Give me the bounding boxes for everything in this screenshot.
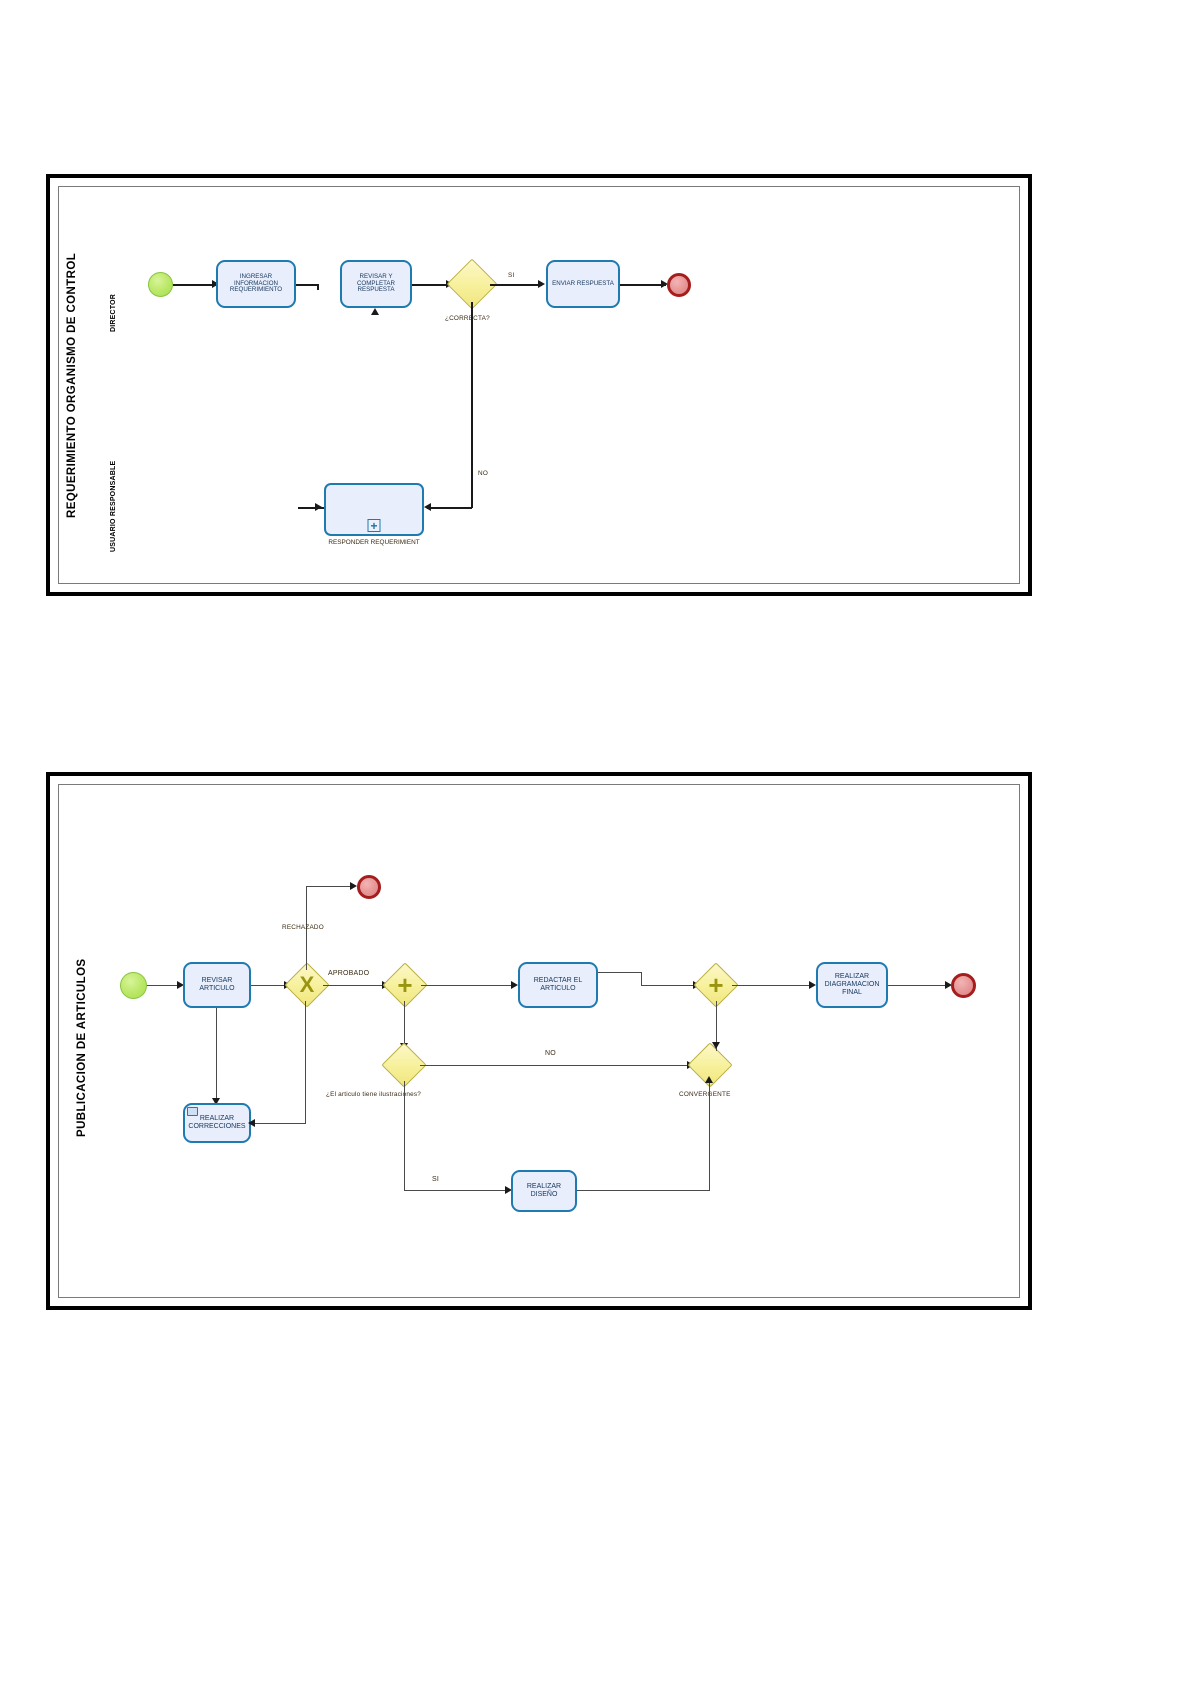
connector-rechazado-horizontal [306,886,354,888]
arrowhead [809,981,816,989]
connector-revisar-to-gateway [251,985,289,987]
gateway-correcta-label: ¿CORRECTA? [445,315,490,322]
connector-ingresar-out [296,284,318,286]
connector-correcciones-up [305,1001,307,1123]
task-ingresar-informacion-requerimiento[interactable]: INGRESAR INFORMACION REQUERIMIENTO [216,260,296,308]
edge-label-no: NO [478,470,488,477]
arrowhead [212,1098,220,1105]
subprocess-responder-requerimiento[interactable]: + [324,483,424,536]
gateway-convergente-label: CONVERGENTE [679,1091,731,1098]
connector-redactar-out [598,972,642,974]
connector-join-to-diagramacion [732,985,814,987]
connector-start-to-ingresar [173,284,216,286]
bpmn-diagram-publicacion: PUBLICACION DE ARTICULOS REVISAR ARTICUL… [46,772,1032,1310]
gateway-x-icon: X [299,972,315,997]
arrowhead [538,280,545,288]
end-event-rechazado[interactable] [357,875,381,899]
connector-si-down [404,1081,406,1191]
arrowhead-to-revisar [371,308,379,315]
lane-label-director: DIRECTOR [110,293,117,332]
task-realizar-diagramacion-final[interactable]: REALIZAR DIAGRAMACION FINAL [816,962,888,1008]
connector-split-to-redactar [421,985,516,987]
bpmn-diagram-requerimiento: REQUERIMIENTO ORGANISMO DE CONTROL DIREC… [46,174,1032,596]
diagram-inner-border [58,186,1020,584]
subprocess-expand-icon[interactable]: + [367,519,381,532]
connector-subprocess-in [298,507,324,509]
arrowhead [212,280,219,288]
gateway-plus-icon: + [397,970,413,1000]
connector-split-down [404,1001,406,1049]
diagram-inner-border [58,784,1020,1298]
gateway-parallel-join[interactable]: + [693,962,739,1008]
connector-si-to-diseno [404,1190,509,1192]
connector-ingresar-jog [317,284,319,290]
start-event[interactable] [120,972,147,999]
edge-label-aprobado: APROBADO [328,970,370,977]
gateway-aprobacion-exclusive[interactable]: X [284,962,330,1008]
arrowhead [945,981,952,989]
arrowhead [705,1076,713,1083]
arrowhead [661,280,668,288]
task-revisar-articulo[interactable]: REVISAR ARTICULO [183,962,251,1008]
connector-redactar-to-join [641,985,698,987]
arrowhead [177,981,184,989]
end-event[interactable] [667,273,691,297]
gateway-plus-icon: + [708,970,724,1000]
lane-label-usuario-responsable: USUARIO RESPONSABLE [110,460,117,552]
edge-label-rechazado: RECHAZADO [282,924,324,931]
edge-label-si: SI [508,272,515,279]
arrowhead [505,1186,512,1194]
task-realizar-diseno[interactable]: REALIZAR DISEÑO [511,1170,577,1212]
task-user-icon [187,1107,198,1116]
arrowhead [248,1119,255,1127]
start-event[interactable] [148,272,173,297]
arrowhead [712,1042,720,1049]
arrowhead [424,503,431,511]
pool-title-requerimiento: REQUERIMIENTO ORGANISMO DE CONTROL [66,252,78,518]
connector-start-to-revisar [147,985,181,987]
task-enviar-respuesta[interactable]: ENVIAR RESPUESTA [546,260,620,308]
connector-revisar-to-gateway [412,284,450,286]
end-event-final[interactable] [951,973,976,998]
connector-convergente-up [716,1001,718,1051]
subprocess-label: RESPONDER REQUERIMIENT [328,539,420,546]
gateway-ilustraciones-label: ¿El articulo tiene ilustraciones? [326,1091,422,1098]
gateway-correcta[interactable] [446,258,498,310]
gateway-ilustraciones[interactable] [381,1042,427,1088]
connector-correcciones-out [251,1123,306,1125]
pool-title-publicacion: PUBLICACION DE ARTICULOS [76,958,88,1138]
connector-gateway-no-vertical [471,302,473,508]
task-revisar-completar-respuesta[interactable]: REVISAR Y COMPLETAR RESPUESTA [340,260,412,308]
edge-label-no: NO [545,1050,556,1057]
connector-rechazado-vertical [306,886,308,970]
connector-no-to-subprocess [427,507,472,509]
connector-no-to-convergente [420,1065,692,1067]
connector-diseno-up [709,1081,711,1191]
arrowhead [350,882,357,890]
connector-revisar-down [216,1008,218,1103]
task-redactar-articulo[interactable]: REDACTAR EL ARTICULO [518,962,598,1008]
arrowhead [315,503,322,511]
connector-enviar-to-end [620,284,666,286]
connector-diseno-out [577,1190,710,1192]
gateway-parallel-split[interactable]: + [382,962,428,1008]
connector-aprobado [323,985,386,987]
arrowhead [511,981,518,989]
connector-redactar-jog [641,972,643,986]
edge-label-si: SI [432,1176,440,1183]
connector-diagramacion-to-end [888,985,950,987]
connector-gateway-si [490,284,542,286]
